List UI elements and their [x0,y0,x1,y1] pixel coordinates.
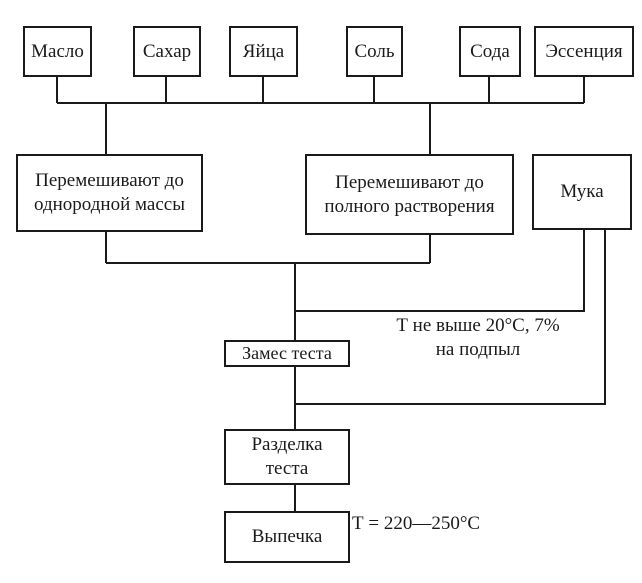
ingredient-sugar-box: Сахар [133,26,201,77]
ingredient-sugar-label: Сахар [142,40,192,62]
step-kneading-label: Замес теста [242,343,332,364]
ingredient-soda-label: Сода [470,40,510,62]
baking-temperature-note: Т = 220—250°С [352,513,481,534]
step-mix-dissolve-label: Перемешивают до полного растворения [324,171,495,217]
step-mix-homogeneous-box: Перемешивают до однородной массы [16,154,203,232]
ingredient-salt-box: Соль [346,26,403,77]
flour-feed-dusting [295,229,585,312]
ingredient-butter-label: Масло [31,40,84,62]
step-baking-label: Выпечка [251,526,323,548]
step-baking-box: Выпечка [224,511,350,563]
step-mix-dissolve-box: Перемешивают до полного растворения [305,154,514,235]
ingredient-soda-box: Сода [459,26,521,77]
ingredient-eggs-box: Яйца [229,26,298,77]
step-mix-homogeneous-label: Перемешивают до однородной массы [34,170,185,215]
ingredient-salt-label: Соль [354,40,395,62]
step-kneading-box: Замес теста [224,340,350,367]
ingredient-butter-box: Масло [23,26,92,77]
ingredient-essence-box: Эссенция [534,26,634,77]
step-flour-label: Мука [560,181,604,203]
flour-feed-kneading [295,229,606,405]
ingredient-essence-label: Эссенция [545,40,623,62]
step-dividing-box: Разделка теста [224,429,350,485]
kneading-conditions-note: Т не выше 20°С, 7% на подпыл [396,315,560,360]
step-dividing-label: Разделка теста [251,434,323,479]
step-flour-box: Мука [532,154,632,230]
ingredient-eggs-label: Яйца [242,40,285,62]
